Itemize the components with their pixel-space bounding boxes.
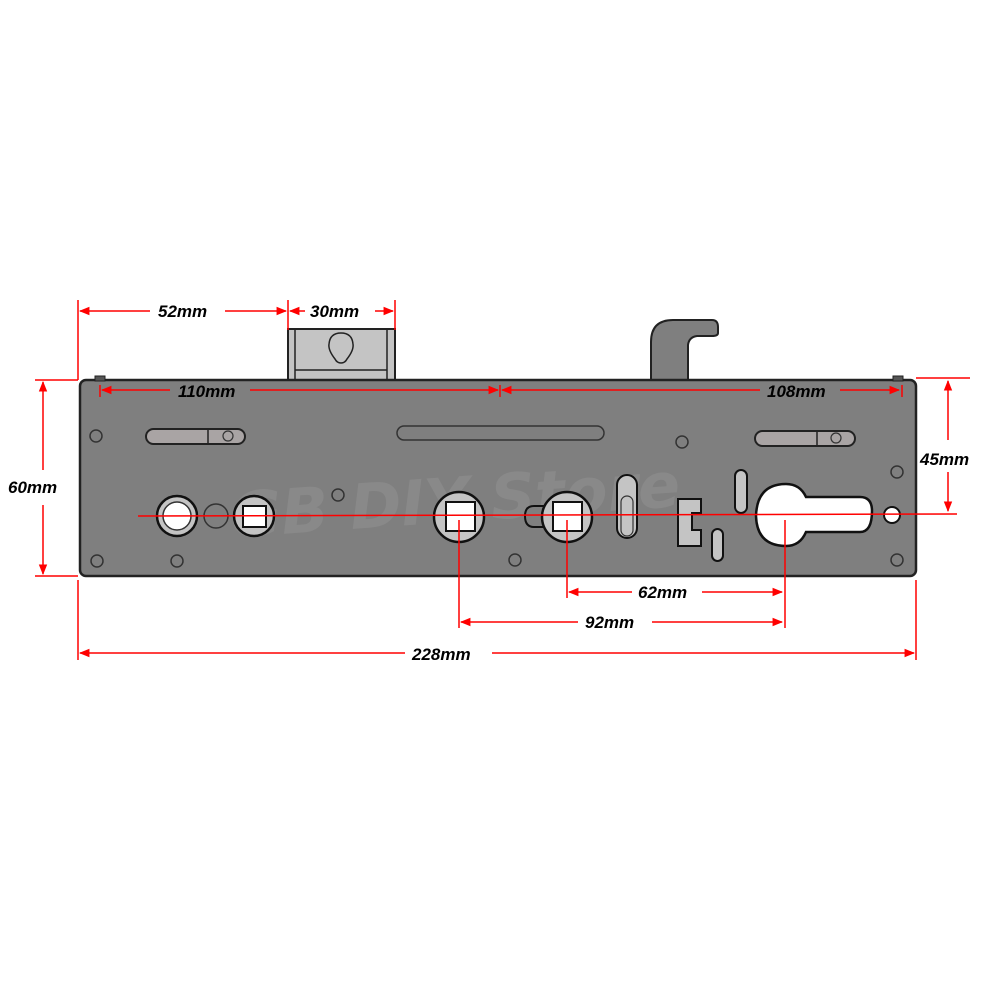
- small-round-hole: [883, 506, 901, 524]
- dim-top-left-span: 110mm: [178, 382, 235, 401]
- follower-square-62: [523, 490, 594, 544]
- hook-bolt: [650, 319, 719, 382]
- slot-centre: [396, 425, 605, 441]
- cam-housing: [287, 328, 396, 382]
- slot-left: [145, 428, 246, 445]
- dim-centre-62: 62mm: [638, 583, 687, 602]
- small-slot-lower: [711, 528, 724, 562]
- dim-backset: 45mm: [919, 450, 969, 469]
- dim-overall-length: 228mm: [411, 645, 471, 664]
- dim-cam-width: 30mm: [310, 302, 359, 321]
- dim-cam-offset: 52mm: [158, 302, 207, 321]
- dim-plate-height: 60mm: [8, 478, 57, 497]
- cam-keyhole-icon: [328, 332, 354, 364]
- slot-right: [754, 430, 856, 447]
- follower-square-92: [432, 490, 486, 544]
- small-slot-upper: [734, 469, 748, 514]
- faceplate: [78, 378, 918, 578]
- dim-centre-92: 92mm: [585, 613, 634, 632]
- latch-slot: [616, 474, 638, 539]
- screw-holes: [89, 429, 904, 568]
- dim-top-right-span: 108mm: [767, 382, 826, 401]
- l-cutout: [677, 498, 702, 547]
